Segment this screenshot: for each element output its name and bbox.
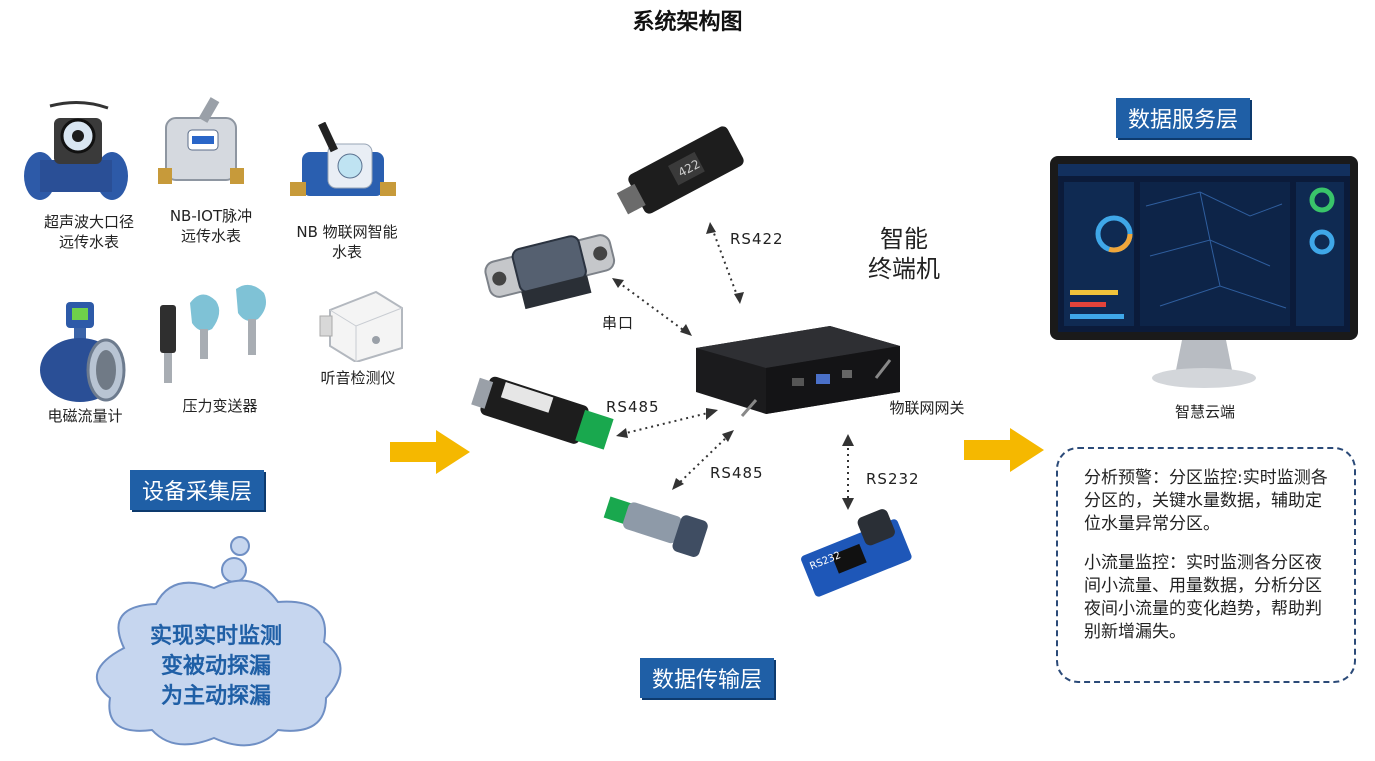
cloud-bubble-text: 实现实时监测 变被动探漏 为主动探漏 [116, 622, 316, 712]
pressure-transmitter-image [160, 284, 266, 383]
cloud-bubble-line-1: 实现实时监测 [149, 624, 282, 649]
rs422-converter-image: 422 [616, 126, 744, 215]
nb-iot-pulse-meter-image [158, 97, 244, 184]
iot-gateway-label: 物联网网关 [889, 399, 965, 417]
analysis-warning-text: 分析预警：分区监控:实时监测各分区的，关键水量数据，辅助定位水量异常分区。 [1084, 468, 1328, 534]
connection-lines [612, 222, 854, 510]
rs485-label-b: RS485 [710, 464, 764, 482]
smart-terminal-label: 智能 终端机 [856, 224, 952, 284]
cloud-bubble-line-3: 为主动探漏 [160, 684, 271, 709]
rs232-module-image: RS232 [801, 509, 912, 597]
rs485-label-a: RS485 [606, 398, 660, 416]
ultrasonic-meter-label: 超声波大口径 远传水表 [43, 213, 134, 251]
listening-detector-image [319, 290, 403, 362]
thought-cloud-shape [95, 536, 342, 747]
rs232-label: RS232 [866, 470, 920, 488]
listening-detector-label: 听音检测仪 [320, 369, 396, 387]
nb-iot-pulse-meter-label: NB-IOT脉冲 远传水表 [169, 207, 253, 245]
smart-terminal-line-1: 智能 [880, 225, 928, 253]
cloud-bubble-line-2: 变被动探漏 [160, 654, 271, 679]
rs422-label: RS422 [730, 230, 784, 248]
transmission-layer-banner: 数据传输层 [640, 658, 775, 698]
electromagnetic-flowmeter-label: 电磁流量计 [47, 407, 123, 425]
nb-smart-meter-label: NB 物联网智能 水表 [296, 223, 398, 261]
arrow-right-icon [390, 430, 470, 474]
smart-cloud-label: 智慧云端 [1174, 403, 1235, 421]
electromagnetic-flowmeter-image [40, 302, 126, 402]
rs485-converter-image [471, 376, 614, 450]
arrow-right-icon [964, 428, 1044, 472]
nb-smart-meter-image [290, 122, 396, 196]
analysis-panel: 分析预警：分区监控:实时监测各分区的，关键水量数据，辅助定位水量异常分区。 小流… [1056, 447, 1356, 683]
serial-connector-image [484, 234, 616, 310]
small-flow-monitoring-text: 小流量监控：实时监测各分区夜间小流量、用量数据，分析分区夜间小流量的变化趋势，帮… [1084, 553, 1322, 642]
cloud-monitor-image [1050, 156, 1358, 388]
ultrasonic-meter-image [24, 101, 128, 200]
serial-label: 串口 [602, 314, 635, 332]
service-layer-banner: 数据服务层 [1116, 98, 1251, 138]
diagram-title: 系统架构图 [632, 10, 743, 35]
pressure-transmitter-label: 压力变送器 [182, 397, 258, 415]
rs485-adapter-image [603, 496, 708, 557]
iot-gateway-image [696, 326, 900, 417]
collection-layer-banner: 设备采集层 [130, 470, 265, 510]
smart-terminal-line-2: 终端机 [868, 255, 940, 283]
